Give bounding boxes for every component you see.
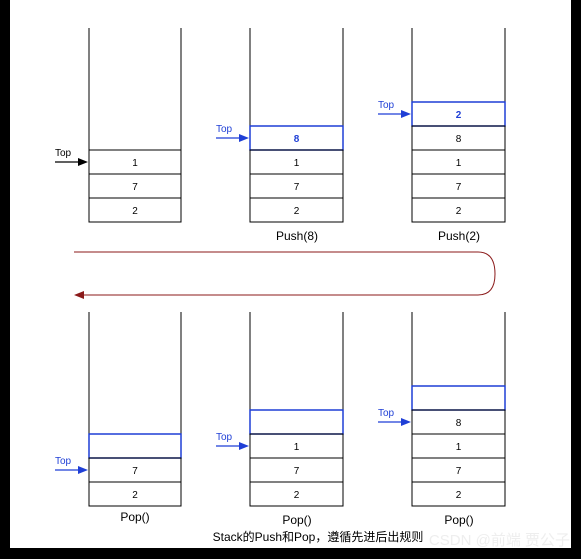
top-label: Top <box>378 100 395 111</box>
top-pointer-arrow-icon <box>239 134 249 142</box>
caption-pop-3: Pop() <box>444 513 473 527</box>
stack-cell-value: 2 <box>294 206 300 217</box>
stack-cell <box>88 481 182 507</box>
diagram-panel <box>10 0 571 548</box>
caption-push-8: Push(8) <box>276 229 318 243</box>
stack-push-2: 2 8 1 7 2 Top Push(2) <box>378 28 506 243</box>
stack-cell-value: 2 <box>132 490 138 501</box>
caption-pop-1: Pop() <box>120 510 149 524</box>
stack-pop-1: 7 2 Top Pop() <box>55 312 182 524</box>
top-pointer-arrow-icon <box>78 158 88 166</box>
stack-cell-value: 2 <box>132 206 138 217</box>
top-label: Top <box>378 408 395 419</box>
stack-cell-value: 2 <box>456 490 462 501</box>
stack-cell-value: 1 <box>294 158 300 169</box>
top-pointer-arrow-icon <box>78 466 88 474</box>
caption-pop-2: Pop() <box>282 513 311 527</box>
stack-cell-value: 1 <box>132 158 138 169</box>
stack-cell <box>411 481 506 507</box>
top-pointer-arrow-icon <box>401 110 411 118</box>
stack-cell-value: 7 <box>132 466 138 477</box>
top-pointer-arrow-icon <box>401 418 411 426</box>
stack-cell-value: 2 <box>456 206 462 217</box>
stack-cell-value: 8 <box>294 134 300 145</box>
top-label: Top <box>216 432 233 443</box>
stack-cell <box>411 197 506 223</box>
stack-cell-value: 8 <box>456 134 462 145</box>
footer-caption: Stack的Push和Pop，遵循先进后出规则 <box>213 529 424 544</box>
stack-cell-value: 7 <box>132 182 138 193</box>
stack-cell-value: 8 <box>456 418 462 429</box>
top-pointer-arrow-icon <box>239 442 249 450</box>
stack-cell-value: 7 <box>456 466 462 477</box>
connector-arrowhead <box>74 291 84 299</box>
stack-cell-value: 2 <box>294 490 300 501</box>
stack-cell-value: 1 <box>294 442 300 453</box>
stack-cell-value: 1 <box>456 442 462 453</box>
stack-cell <box>88 197 182 223</box>
stack-pop-2: 1 7 2 Top Pop() <box>216 312 344 527</box>
top-label: Top <box>55 148 72 159</box>
stack-cell <box>249 481 344 507</box>
stack-cell-value: 7 <box>294 466 300 477</box>
stack-pop-3: 8 1 7 2 Top Pop() <box>378 312 506 527</box>
top-label: Top <box>55 456 72 467</box>
connector-arrow <box>74 251 496 296</box>
stack-cell <box>249 197 344 223</box>
stack-cell-value: 7 <box>456 182 462 193</box>
top-label: Top <box>216 124 233 135</box>
stack-cell-value: 2 <box>456 110 462 121</box>
stack-initial: 1 7 2 Top <box>55 28 182 223</box>
stack-push-8: 8 1 7 2 Top Push(8) <box>216 28 344 243</box>
caption-push-2: Push(2) <box>438 229 480 243</box>
stack-cell-value: 7 <box>294 182 300 193</box>
watermark: CSDN @前端 贾公子 <box>429 532 570 549</box>
stack-cell-value: 1 <box>456 158 462 169</box>
